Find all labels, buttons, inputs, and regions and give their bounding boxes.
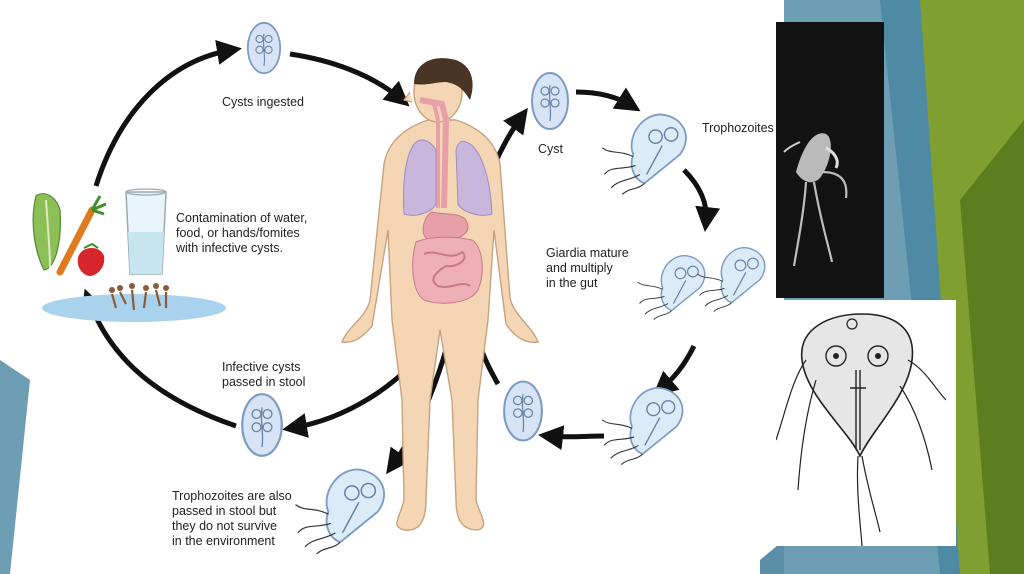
trophozoite-icon-mature-left: [636, 254, 706, 321]
swimmers-icon: [42, 283, 226, 322]
label-giardia-mature: Giardia mature and multiply in the gut: [546, 246, 629, 290]
cyst-icon-gut: [530, 71, 570, 131]
label-trophozoites-stool: Trophozoites are also passed in stool bu…: [172, 489, 292, 548]
arrow-trophozoite-to-cyst: [538, 425, 605, 451]
trophozoite-icon-mature-right: [696, 246, 766, 313]
label-contamination: Contamination of water, food, or hands/f…: [176, 211, 308, 255]
arrow-trophozoite-to-mature: [682, 168, 721, 232]
cyst-icon-stool-right: [503, 380, 544, 442]
cyst-icon-ingested: [246, 21, 282, 75]
arrow-contamination-to-ingest: [93, 40, 242, 187]
human-body-icon: [341, 58, 539, 531]
arrow-mature-to-trophozoite: [652, 344, 697, 397]
micrograph-photo: [776, 22, 884, 298]
glass-of-water-icon: [125, 188, 167, 275]
trophozoite-icon-stool: [294, 468, 386, 554]
trophozoite-icon-top: [601, 113, 687, 196]
arrow-cyst-to-trophozoite: [575, 87, 641, 112]
trophozoite-icon-lower: [601, 386, 684, 466]
label-infective-cysts: Infective cysts passed in stool: [222, 360, 306, 389]
vegetables-icon: [32, 193, 107, 276]
label-cyst: Cyst: [538, 142, 563, 156]
arrow-ingest-to-human: [289, 51, 410, 107]
label-cysts-ingested: Cysts ingested: [222, 95, 304, 109]
label-trophozoites: Trophozoites: [702, 121, 774, 135]
trophozoite-drawing: [775, 300, 956, 547]
cyst-icon-infective: [241, 393, 283, 457]
